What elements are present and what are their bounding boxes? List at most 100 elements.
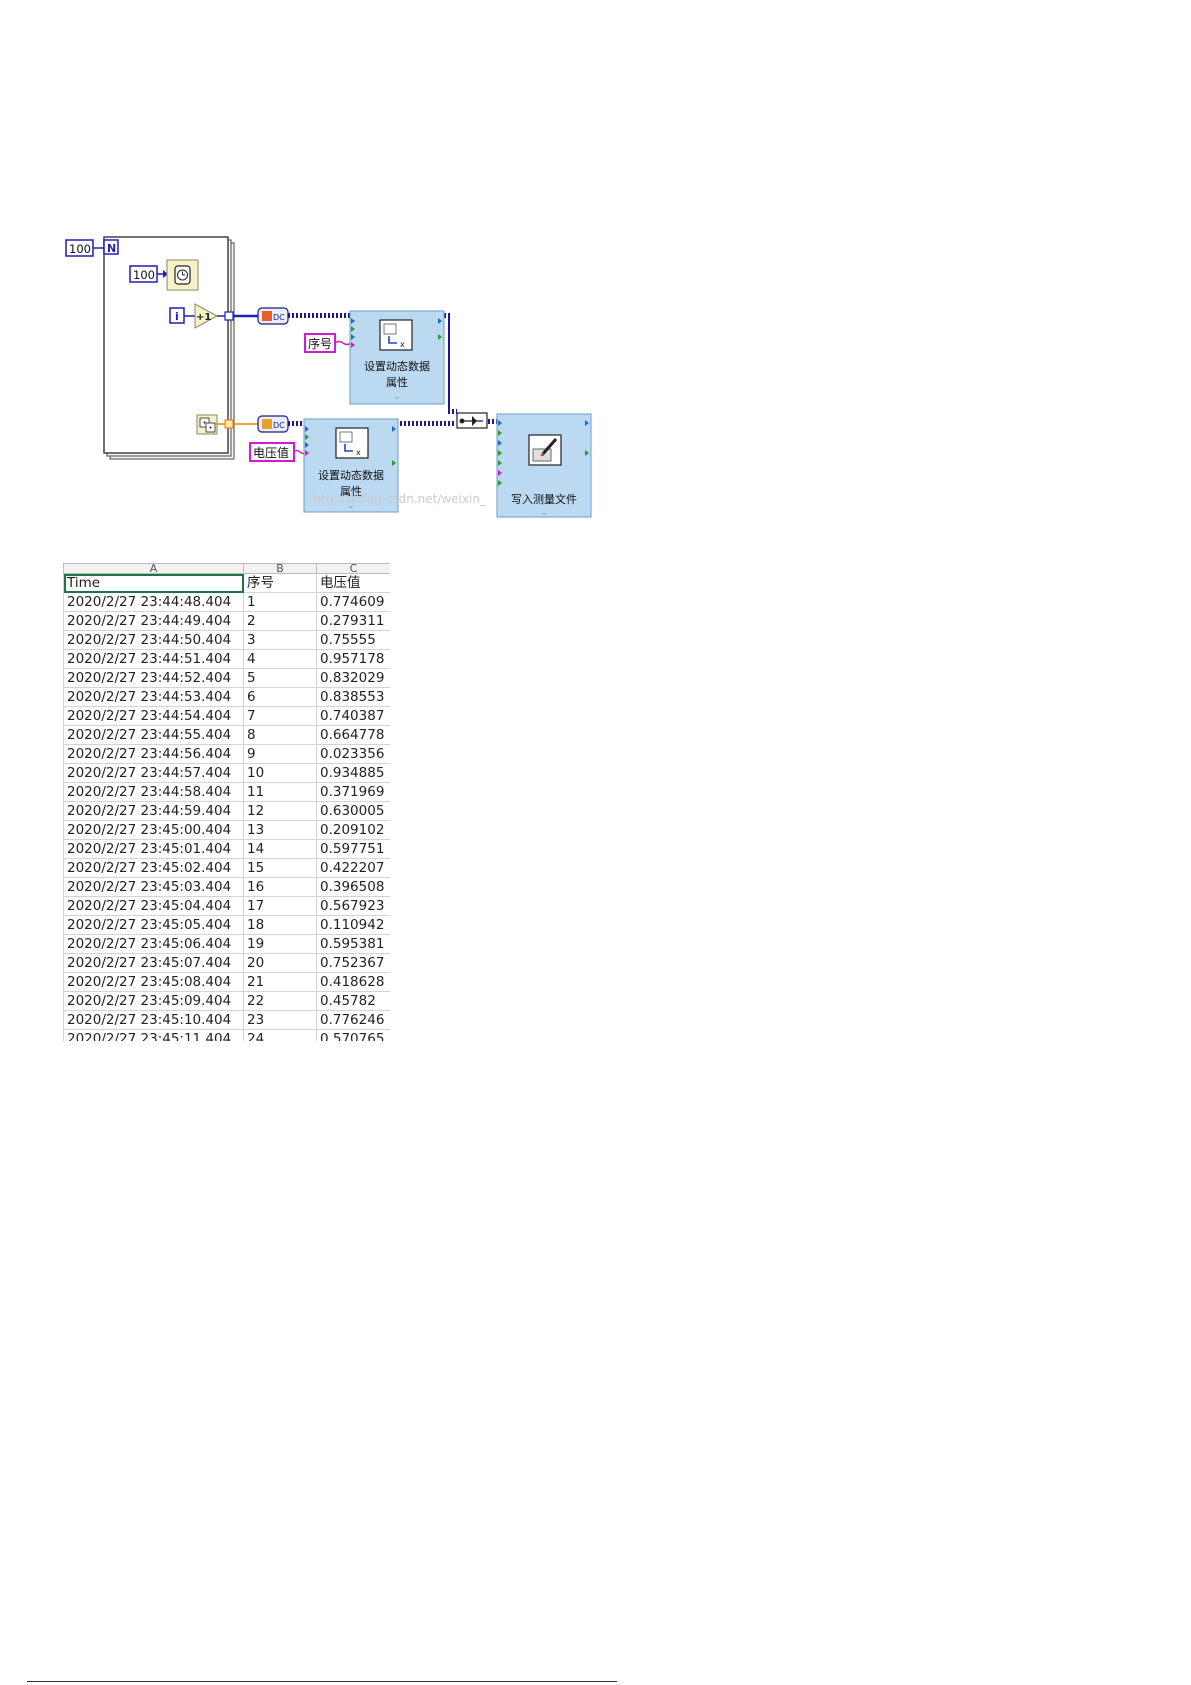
index-cell[interactable]: 15 (243, 858, 317, 878)
increment-node[interactable]: +1 (194, 303, 219, 329)
time-cell[interactable]: 2020/2/27 23:45:09.404 (63, 991, 244, 1011)
column-letter[interactable]: A (63, 563, 244, 574)
index-cell[interactable]: 8 (243, 725, 317, 745)
voltage-cell[interactable]: 0.957178 (316, 649, 390, 669)
time-cell[interactable]: 2020/2/27 23:44:51.404 (63, 649, 244, 669)
time-cell[interactable]: 2020/2/27 23:45:08.404 (63, 972, 244, 992)
index-cell[interactable]: 22 (243, 991, 317, 1011)
header-cell-index[interactable]: 序号 (243, 573, 317, 593)
index-cell[interactable]: 13 (243, 820, 317, 840)
set-dynamic-data-attributes-vi-1[interactable]: x 设置动态数据 属性 ⌄ (349, 310, 445, 405)
voltage-cell[interactable]: 0.838553 (316, 687, 390, 707)
time-cell[interactable]: 2020/2/27 23:45:00.404 (63, 820, 244, 840)
spreadsheet: A B C Time 序号 电压值 2020/2/27 23:44:48.404… (63, 563, 390, 1041)
time-cell[interactable]: 2020/2/27 23:44:57.404 (63, 763, 244, 783)
iteration-terminal[interactable]: i (169, 307, 185, 324)
voltage-cell[interactable]: 0.023356 (316, 744, 390, 764)
convert-to-ddt-1[interactable]: DC (257, 307, 289, 325)
voltage-cell[interactable]: 0.630005 (316, 801, 390, 821)
voltage-cell[interactable]: 0.752367 (316, 953, 390, 973)
index-cell[interactable]: 1 (243, 592, 317, 612)
voltage-cell[interactable]: 0.832029 (316, 668, 390, 688)
time-cell[interactable]: 2020/2/27 23:45:03.404 (63, 877, 244, 897)
index-cell[interactable]: 24 (243, 1029, 317, 1041)
index-cell[interactable]: 17 (243, 896, 317, 916)
voltage-cell[interactable]: 0.45782 (316, 991, 390, 1011)
time-cell[interactable]: 2020/2/27 23:44:54.404 (63, 706, 244, 726)
loop-count-constant[interactable]: 100 (65, 239, 94, 257)
voltage-cell[interactable]: 0.422207 (316, 858, 390, 878)
index-cell[interactable]: 3 (243, 630, 317, 650)
voltage-cell[interactable]: 0.209102 (316, 820, 390, 840)
index-cell[interactable]: 6 (243, 687, 317, 707)
voltage-cell[interactable]: 0.371969 (316, 782, 390, 802)
time-cell[interactable]: 2020/2/27 23:45:11.404 (63, 1029, 244, 1041)
header-cell-voltage[interactable]: 电压值 (316, 573, 390, 593)
time-cell[interactable]: 2020/2/27 23:44:56.404 (63, 744, 244, 764)
voltage-cell[interactable]: 0.279311 (316, 611, 390, 631)
voltage-cell[interactable]: 0.776246 (316, 1010, 390, 1030)
write-to-measurement-file-vi[interactable]: 写入测量文件 ⌄ (496, 413, 592, 518)
column-letter[interactable]: C (316, 563, 390, 574)
index-cell[interactable]: 21 (243, 972, 317, 992)
voltage-cell[interactable]: 0.567923 (316, 896, 390, 916)
prop-name-constant-2[interactable]: 电压值 (249, 442, 295, 462)
voltage-cell[interactable]: 0.570765 (316, 1029, 390, 1041)
index-cell[interactable]: 16 (243, 877, 317, 897)
column-letter[interactable]: B (243, 563, 317, 574)
time-cell[interactable]: 2020/2/27 23:45:05.404 (63, 915, 244, 935)
wait-ms-constant[interactable]: 100 (129, 265, 158, 283)
time-cell[interactable]: 2020/2/27 23:44:55.404 (63, 725, 244, 745)
time-cell[interactable]: 2020/2/27 23:45:04.404 (63, 896, 244, 916)
index-cell[interactable]: 7 (243, 706, 317, 726)
time-cell[interactable]: 2020/2/27 23:45:10.404 (63, 1010, 244, 1030)
time-cell[interactable]: 2020/2/27 23:44:50.404 (63, 630, 244, 650)
voltage-cell[interactable]: 0.774609 (316, 592, 390, 612)
time-cell[interactable]: 2020/2/27 23:45:02.404 (63, 858, 244, 878)
svg-text:序号: 序号 (308, 336, 332, 351)
voltage-cell[interactable]: 0.418628 (316, 972, 390, 992)
time-cell[interactable]: 2020/2/27 23:44:59.404 (63, 801, 244, 821)
convert-to-ddt-2[interactable]: DC (257, 415, 289, 433)
voltage-cell[interactable]: 0.110942 (316, 915, 390, 935)
time-cell[interactable]: 2020/2/27 23:44:52.404 (63, 668, 244, 688)
svg-text:电压值: 电压值 (253, 445, 289, 460)
wait-timer-icon[interactable] (166, 259, 199, 291)
time-cell[interactable]: 2020/2/27 23:45:01.404 (63, 839, 244, 859)
index-cell[interactable]: 19 (243, 934, 317, 954)
count-terminal[interactable]: N (103, 239, 119, 255)
header-cell-time[interactable]: Time (63, 573, 244, 593)
prop-name-constant-1[interactable]: 序号 (304, 333, 336, 353)
time-cell[interactable]: 2020/2/27 23:44:58.404 (63, 782, 244, 802)
voltage-cell[interactable]: 0.597751 (316, 839, 390, 859)
voltage-cell[interactable]: 0.740387 (316, 706, 390, 726)
time-cell[interactable]: 2020/2/27 23:45:06.404 (63, 934, 244, 954)
index-cell[interactable]: 5 (243, 668, 317, 688)
time-cell[interactable]: 2020/2/27 23:44:49.404 (63, 611, 244, 631)
random-number-icon[interactable] (196, 414, 218, 435)
time-cell[interactable]: 2020/2/27 23:44:53.404 (63, 687, 244, 707)
index-cell[interactable]: 10 (243, 763, 317, 783)
voltage-cell[interactable]: 0.595381 (316, 934, 390, 954)
merge-signals-node[interactable] (456, 412, 488, 429)
voltage-cell[interactable]: 0.396508 (316, 877, 390, 897)
set-dynamic-data-attributes-vi-2[interactable]: x 设置动态数据 属性 ⌄ (303, 418, 399, 513)
index-cell[interactable]: 14 (243, 839, 317, 859)
voltage-cell[interactable]: 0.75555 (316, 630, 390, 650)
time-cell[interactable]: 2020/2/27 23:44:48.404 (63, 592, 244, 612)
time-cell[interactable]: 2020/2/27 23:45:07.404 (63, 953, 244, 973)
index-cell[interactable]: 4 (243, 649, 317, 669)
index-cell[interactable]: 23 (243, 1010, 317, 1030)
index-cell[interactable]: 20 (243, 953, 317, 973)
index-cell[interactable]: 11 (243, 782, 317, 802)
index-cell[interactable]: 9 (243, 744, 317, 764)
index-cell[interactable]: 18 (243, 915, 317, 935)
voltage-cell[interactable]: 0.934885 (316, 763, 390, 783)
index-cell[interactable]: 12 (243, 801, 317, 821)
voltage-cell[interactable]: 0.664778 (316, 725, 390, 745)
index-cell[interactable]: 2 (243, 611, 317, 631)
